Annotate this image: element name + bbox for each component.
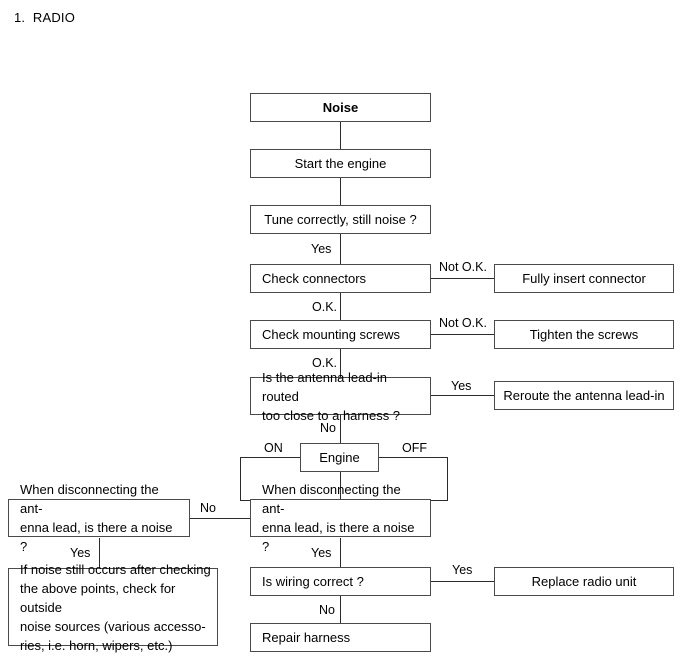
connector-start-to-tune (340, 178, 341, 205)
connector-engine-on-into-box (240, 500, 252, 501)
edge-label-engine-on: ON (262, 441, 285, 455)
edge-label-engine-off: OFF (400, 441, 429, 455)
connector-disconnect-to-wiring (340, 538, 341, 567)
node-engine-label: Engine (319, 450, 360, 465)
node-start-engine[interactable]: Start the engine (250, 149, 431, 178)
node-check-mounting-screws-label: Check mounting screws (262, 327, 400, 342)
node-repair-harness[interactable]: Repair harness (250, 623, 431, 652)
node-replace-radio-unit-label: Replace radio unit (531, 574, 637, 589)
connector-engine-off-into-box (429, 500, 448, 501)
edge-label-notok-screws: Not O.K. (437, 316, 489, 330)
node-disconnect-antenna-center-label: When disconnecting the ant- enna lead, i… (262, 482, 415, 554)
edge-label-yes-mid: Yes (309, 546, 334, 560)
node-check-mounting-screws[interactable]: Check mounting screws (250, 320, 431, 349)
node-tune-correctly-label: Tune correctly, still noise ? (264, 212, 417, 227)
node-noise[interactable]: Noise (250, 93, 431, 122)
node-reroute-antenna-lead-in-label: Reroute the antenna lead-in (503, 388, 665, 403)
connector-wiring-to-replace (431, 581, 494, 582)
connector-engine-on-vertical (240, 457, 241, 501)
node-is-wiring-correct[interactable]: Is wiring correct ? (250, 567, 431, 596)
edge-label-yes-tune: Yes (309, 242, 334, 256)
node-engine[interactable]: Engine (300, 443, 379, 472)
node-check-connectors[interactable]: Check connectors (250, 264, 431, 293)
node-noise-label: Noise (322, 100, 359, 115)
node-check-connectors-label: Check connectors (262, 271, 367, 286)
connector-engine-on-horizontal (240, 457, 300, 458)
connector-noise-to-start (340, 122, 341, 149)
edge-label-yes-wiring: Yes (450, 563, 475, 577)
connector-screws-to-tighten (431, 334, 494, 335)
node-antenna-lead-in-routed[interactable]: Is the antenna lead-in routed too close … (250, 370, 431, 423)
connector-screws-to-antenna (340, 349, 341, 377)
node-fully-insert-connector[interactable]: Fully insert connector (494, 264, 674, 293)
edge-label-notok-connector: Not O.K. (437, 260, 489, 274)
node-disconnect-antenna-left-label: When disconnecting the ant- enna lead, i… (20, 482, 173, 554)
node-antenna-lead-in-routed-label: Is the antenna lead-in routed too close … (262, 369, 401, 423)
connector-engine-off-vertical (447, 457, 448, 501)
node-start-engine-label: Start the engine (294, 156, 387, 171)
node-disconnect-antenna-center[interactable]: When disconnecting the ant- enna lead, i… (250, 482, 431, 554)
connector-connectors-to-screws (340, 293, 341, 323)
node-tighten-the-screws[interactable]: Tighten the screws (494, 320, 674, 349)
edge-label-no-disconnect: No (198, 501, 218, 515)
edge-label-yes-disconnect: Yes (68, 546, 93, 560)
node-tighten-the-screws-label: Tighten the screws (529, 327, 639, 342)
connector-left-to-mid-disconnect (190, 518, 250, 519)
page-title: 1. RADIO (14, 10, 76, 25)
node-disconnect-antenna-left[interactable]: When disconnecting the ant- enna lead, i… (8, 482, 190, 554)
node-tune-correctly[interactable]: Tune correctly, still noise ? (250, 205, 431, 234)
edge-label-ok-connector: O.K. (310, 300, 340, 314)
node-replace-radio-unit[interactable]: Replace radio unit (494, 567, 674, 596)
edge-label-no-wiring: No (317, 603, 337, 617)
connector-wiring-to-repair (340, 596, 341, 623)
node-repair-harness-label: Repair harness (262, 630, 351, 645)
edge-label-ok-screws: O.K. (310, 356, 340, 370)
node-fully-insert-connector-label: Fully insert connector (522, 271, 646, 286)
edge-label-yes-antenna: Yes (449, 379, 474, 393)
connector-engine-to-disconnect (340, 472, 341, 500)
connector-engine-off-horizontal (378, 457, 448, 458)
connector-antenna-to-reroute (431, 395, 494, 396)
node-reroute-antenna-lead-in[interactable]: Reroute the antenna lead-in (494, 381, 674, 410)
node-outside-noise-sources-label: If noise still occurs after checking the… (20, 561, 211, 653)
node-outside-noise-sources[interactable]: If noise still occurs after checking the… (8, 562, 218, 653)
connector-connectors-to-insert (431, 278, 494, 279)
connector-left-to-outside (99, 538, 100, 568)
connector-antenna-to-engine (340, 414, 341, 444)
connector-tune-to-connectors (340, 234, 341, 264)
edge-label-no-antenna: No (318, 421, 338, 435)
node-is-wiring-correct-label: Is wiring correct ? (262, 574, 364, 589)
